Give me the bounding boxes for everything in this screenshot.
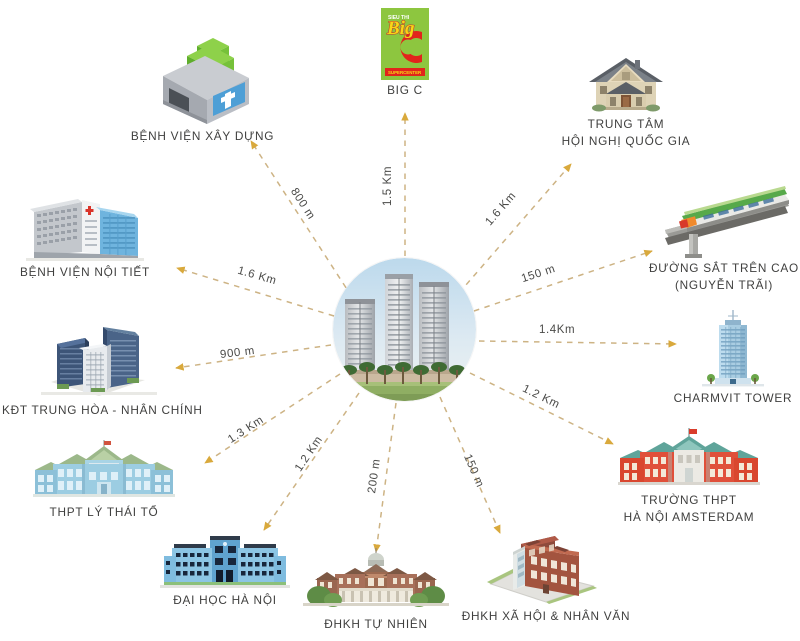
connector-dhkh-xa-hoi-nhan-van — [439, 396, 501, 534]
node-label: ĐẠI HỌC HÀ NỘI — [173, 593, 277, 607]
brick-university-icon — [450, 528, 642, 606]
hospital-box-icon — [130, 28, 275, 126]
node-label: ĐHKH XÃ HỘI & NHÂN VĂN — [461, 609, 631, 623]
distance-label-big-c: 1.5 Km — [382, 165, 395, 207]
domed-university-icon — [290, 548, 462, 614]
hospital-building-icon — [5, 190, 165, 262]
node-truong-thpt-ha-noi-amsterdam[interactable]: TRƯỜNG THPT HÀ NỘI AMSTERDAM — [598, 428, 780, 524]
project-photo-art — [333, 258, 476, 401]
connector-charmvit-tower — [478, 340, 677, 348]
node-label: KĐT TRUNG HÒA - NHÂN CHÍNH — [2, 403, 203, 417]
node-charmvit-tower[interactable]: CHARMVIT TOWER — [665, 310, 800, 405]
connector-dhkh-tu-nhien — [373, 402, 397, 553]
node-label-line2: HÀ NỘI AMSTERDAM — [623, 510, 755, 524]
node-trung-tam-hoi-nghi-quoc-gia[interactable]: TRUNG TÂM HỘI NGHỊ QUỐC GIA — [546, 52, 706, 148]
node-label: BỆNH VIỆN XÂY DỰNG — [130, 129, 275, 143]
connector-dai-hoc-ha-noi — [263, 392, 360, 531]
node-dhkh-tu-nhien[interactable]: ĐHKH TỰ NHIÊN — [290, 548, 462, 631]
svg-text:SUPERCENTER: SUPERCENTER — [388, 70, 422, 75]
blue-school-icon: SCHOOL — [24, 440, 184, 502]
central-project-photo[interactable] — [333, 258, 476, 401]
node-label: TRƯỜNG THPT — [641, 493, 737, 507]
blue-university-icon — [150, 528, 300, 590]
connector-kdt-trung-hoa-nhan-chinh — [175, 344, 332, 371]
node-label-line2: (NGUYỄN TRÃI) — [674, 278, 773, 292]
node-benh-vien-xay-dung[interactable]: BỆNH VIỆN XÂY DỰNG — [130, 28, 275, 143]
node-label: BỆNH VIỆN NỘI TIẾT — [20, 265, 150, 279]
node-label: THPT LÝ THÁI TỔ — [49, 505, 159, 519]
node-big-c[interactable]: SIEU THI Big SUPERCENTER BIG C — [352, 8, 458, 97]
node-label: BIG C — [387, 83, 423, 97]
node-dai-hoc-ha-noi[interactable]: ĐẠI HỌC HÀ NỘI — [150, 528, 300, 607]
node-label: TRUNG TÂM — [587, 117, 665, 131]
connector-truong-thpt-ha-noi-amsterdam — [469, 372, 614, 445]
node-label: ĐHKH TỰ NHIÊN — [324, 617, 428, 631]
node-thpt-ly-thai-to[interactable]: SCHOOL — [24, 440, 184, 519]
svg-text:SIEU THI: SIEU THI — [388, 15, 410, 21]
office-tower-icon — [665, 310, 800, 388]
red-school-icon — [598, 428, 780, 490]
connector-thpt-ly-thai-to — [204, 373, 341, 464]
svg-text:Big: Big — [386, 18, 414, 39]
bigc-logo-icon: SIEU THI Big SUPERCENTER — [352, 8, 458, 80]
connector-benh-vien-xay-dung — [250, 140, 353, 298]
node-benh-vien-noi-tiet[interactable]: BỆNH VIỆN NỘI TIẾT — [5, 190, 165, 279]
node-duong-sat-tren-cao[interactable]: ĐƯỜNG SẮT TRÊN CAO (NGUYỄN TRÃI) — [648, 186, 800, 292]
node-label-line2: HỘI NGHỊ QUỐC GIA — [561, 134, 691, 148]
connector-duong-sat-tren-cao — [473, 249, 653, 312]
node-dhkh-xa-hoi-nhan-van[interactable]: ĐHKH XÃ HỘI & NHÂN VĂN — [450, 528, 642, 623]
navy-towers-icon — [2, 318, 196, 400]
elevated-railway-icon — [648, 186, 800, 258]
node-kdt-trung-hoa-nhan-chinh[interactable]: KĐT TRUNG HÒA - NHÂN CHÍNH — [2, 318, 203, 417]
node-label: CHARMVIT TOWER — [673, 391, 793, 405]
house-icon — [546, 52, 706, 114]
distance-label-charmvit-tower: 1.4Km — [539, 324, 576, 336]
connector-benh-vien-noi-tiet — [176, 266, 335, 317]
node-label: ĐƯỜNG SẮT TRÊN CAO — [649, 261, 799, 275]
